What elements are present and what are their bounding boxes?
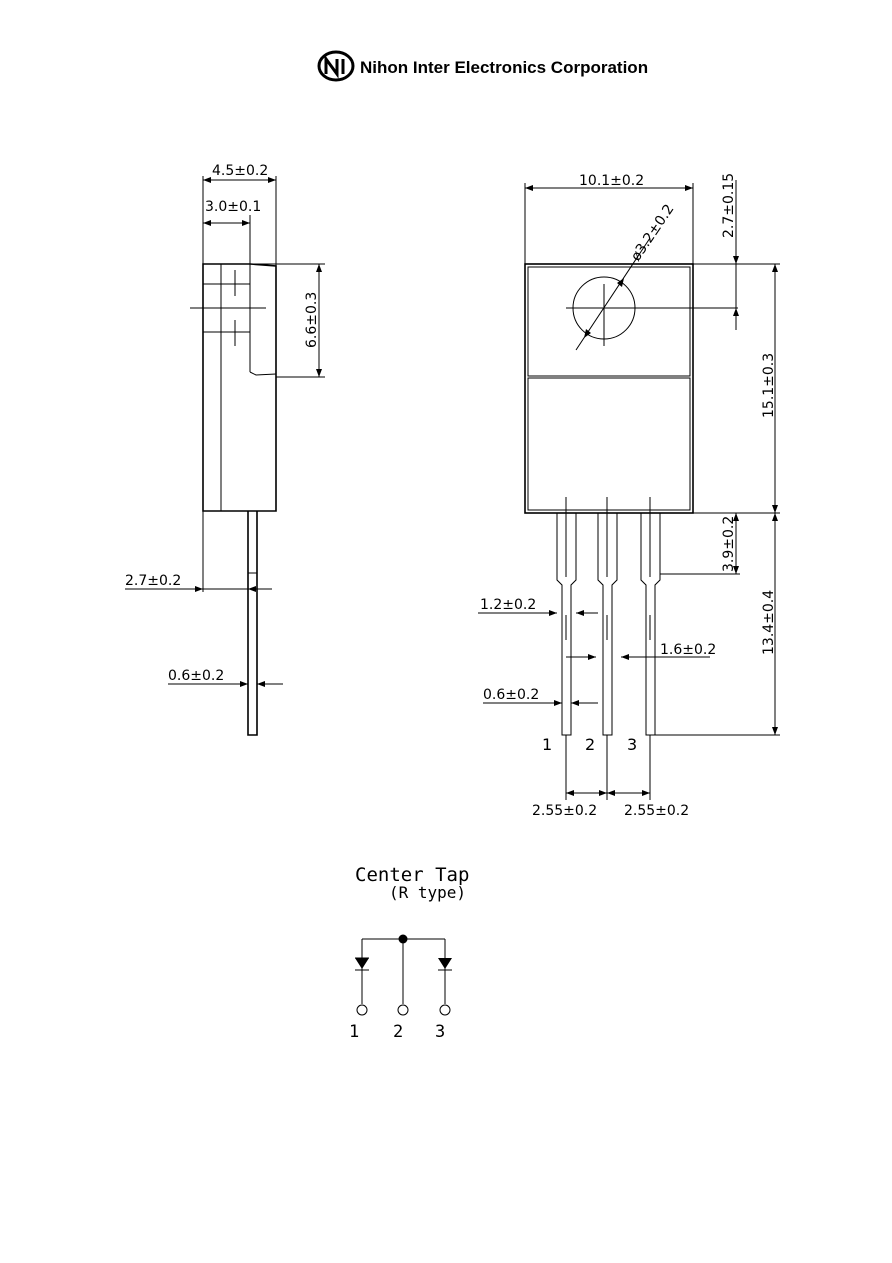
schematic-pin-1-label: 1 xyxy=(349,1022,359,1042)
dim-side-lead-thickness: 0.6±0.2 xyxy=(168,668,224,684)
front-pin-2-label: 2 xyxy=(585,735,595,754)
dim-body-height: 15.1±0.3 xyxy=(761,353,777,418)
dim-pitch-2: 2.55±0.2 xyxy=(624,803,689,819)
front-leads xyxy=(556,497,661,736)
schematic: Center Tap (R type) 1 2 3 xyxy=(349,864,469,1042)
nihon-inter-logo-icon xyxy=(317,50,355,82)
dim-side-width: 4.5±0.2 xyxy=(212,163,268,179)
front-view: ø3.2±0.2 10.1±0.2 2.7±0.15 xyxy=(478,173,780,819)
terminal-1-icon xyxy=(356,1004,368,1016)
dim-hole-diameter: ø3.2±0.2 xyxy=(628,202,678,265)
company-name: Nihon Inter Electronics Corporation xyxy=(360,58,648,77)
schematic-pin-2-label: 2 xyxy=(393,1022,403,1042)
schematic-subtitle: (R type) xyxy=(389,883,466,902)
dim-lead-length: 13.4±0.4 xyxy=(761,590,777,655)
diode-1-icon xyxy=(355,957,369,971)
front-pin-1-label: 1 xyxy=(542,735,552,754)
dim-body-width: 10.1±0.2 xyxy=(579,173,644,189)
side-body-outline xyxy=(202,263,277,512)
side-view: 4.5±0.2 3.0±0.1 6.6±0.3 2.7±0.2 0.6±0.2 xyxy=(125,163,325,736)
dim-side-lead-offset: 2.7±0.2 xyxy=(125,573,181,589)
diode-3-icon xyxy=(438,958,452,971)
terminal-3-icon xyxy=(439,1004,451,1016)
schematic-title: Center Tap xyxy=(355,864,469,886)
dim-lead-width: 0.6±0.2 xyxy=(483,687,539,703)
dim-lead-spacing: 1.6±0.2 xyxy=(660,642,716,658)
schematic-pin-3-label: 3 xyxy=(435,1022,445,1042)
dim-hole-center: 2.7±0.15 xyxy=(721,173,737,238)
company-logo: Nihon Inter Electronics Corporation xyxy=(317,50,648,82)
side-lead xyxy=(247,511,258,736)
dim-lead-shoulder: 3.9±0.2 xyxy=(721,516,737,572)
front-pin-3-label: 3 xyxy=(627,735,637,754)
front-body-outline xyxy=(524,263,694,514)
dim-side-hole-height: 6.6±0.3 xyxy=(304,292,320,348)
dim-side-tab: 3.0±0.1 xyxy=(205,199,261,215)
dim-pitch-1: 2.55±0.2 xyxy=(532,803,597,819)
dim-lead-width-upper: 1.2±0.2 xyxy=(480,597,536,613)
terminal-2-icon xyxy=(397,1004,409,1016)
